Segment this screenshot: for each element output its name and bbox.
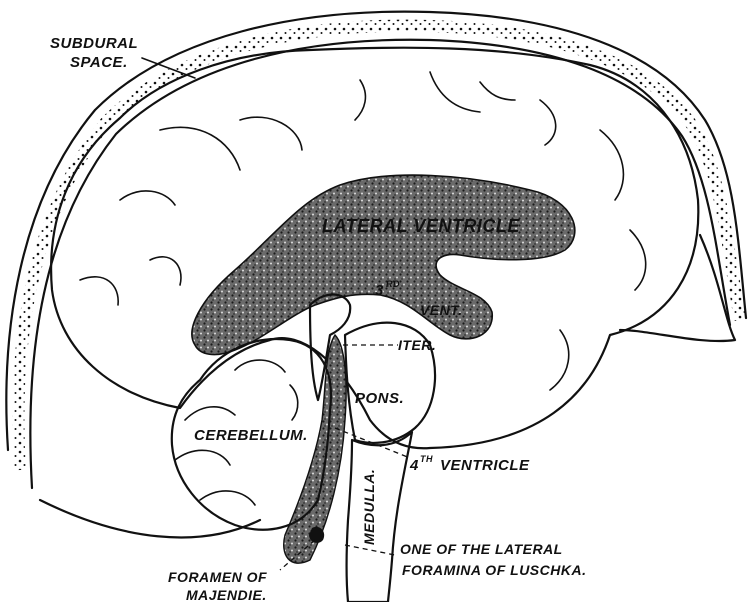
label-cerebellum: CEREBELLUM. [194, 427, 308, 444]
label-fourth-word: VENTRICLE [440, 457, 530, 474]
gyrus-line-2 [240, 117, 302, 150]
folia-line-2 [175, 450, 230, 465]
gyrus-line-1 [160, 127, 240, 170]
gyrus-line-6 [540, 100, 556, 145]
luschka-leader [345, 545, 395, 555]
folia-line-4 [235, 360, 285, 372]
gyrus-line-11 [150, 257, 181, 285]
gyrus-line-3 [355, 80, 365, 120]
tentorium-outline [40, 500, 260, 537]
label-third-vent-word: VENT. [420, 302, 463, 318]
gyrus-line-7 [600, 130, 623, 200]
gyrus-line-5 [480, 82, 515, 100]
gyrus-line-12 [550, 330, 569, 390]
label-lateral-ventricle: LATERAL VENTRICLE [322, 216, 520, 236]
label-iter: ITER. [398, 337, 436, 353]
label-luschka-line2: FORAMINA OF LUSCHKA. [402, 562, 586, 578]
folia-line-5 [290, 385, 298, 420]
label-pons: PONS. [355, 390, 404, 407]
label-majendie-line2: MAJENDIE. [186, 587, 267, 602]
label-fourth-sup: TH [420, 454, 433, 464]
gyrus-line-10 [80, 277, 118, 305]
folia-line-1 [185, 407, 235, 420]
label-medulla: MEDULLA. [361, 469, 377, 545]
label-majendie-line1: FORAMEN OF [168, 569, 267, 585]
label-fourth-num: 4 [409, 457, 419, 474]
lateral-ventricle-shape [192, 175, 575, 354]
gyrus-line-8 [630, 230, 646, 290]
folia-line-3 [200, 491, 255, 505]
gyrus-line-9 [120, 191, 175, 205]
gyrus-line-4 [430, 72, 480, 112]
label-third-vent-num: 3 [375, 282, 384, 299]
label-subdural-line2: SPACE. [70, 54, 128, 71]
label-third-vent-sup: RD [386, 279, 400, 289]
label-subdural-line1: SUBDURAL [50, 35, 138, 52]
label-luschka-line1: ONE OF THE LATERAL [400, 541, 563, 557]
